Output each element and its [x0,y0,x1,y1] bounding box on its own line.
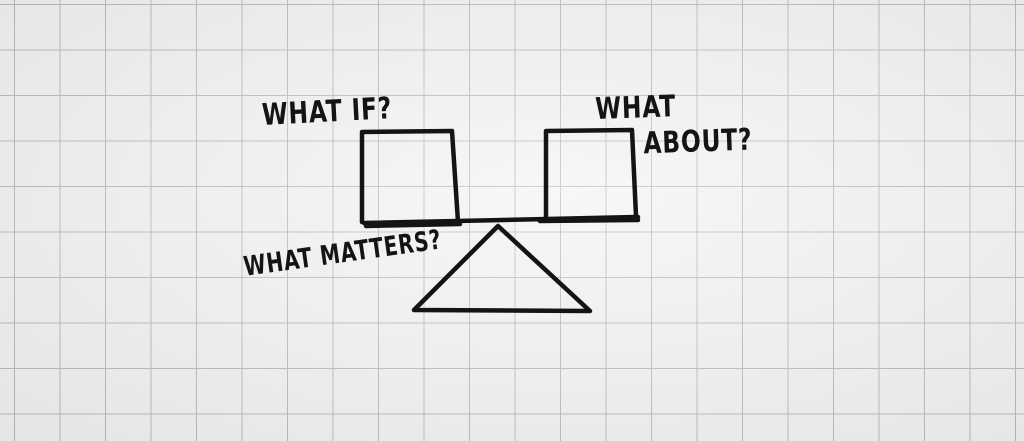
left-box [359,128,461,225]
what-about-line2: ABOUT? [642,122,753,162]
what-about-label: WHAT ABOUT? [595,87,753,164]
right-box [543,127,639,221]
what-if-label: WHAT IF? [261,91,394,133]
fulcrum-triangle [411,223,593,314]
balance-beam [361,214,641,229]
what-about-line1: WHAT [594,89,677,128]
